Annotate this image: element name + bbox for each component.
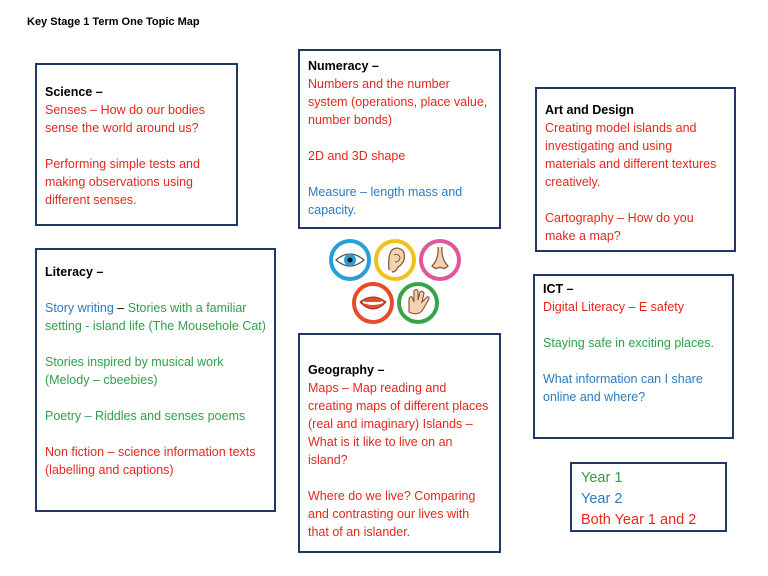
legend-both: Both Year 1 and 2 <box>581 512 697 528</box>
literacy-heading: Literacy – <box>45 265 104 279</box>
literacy-box: Literacy – Story writing – Stories with … <box>35 248 276 512</box>
literacy-musical: Stories inspired by musical work (Melody… <box>45 355 224 387</box>
numeracy-shape: 2D and 3D shape <box>308 149 406 163</box>
senses-icons <box>329 239 461 324</box>
geography-box: Geography – Maps – Map reading and creat… <box>298 333 501 553</box>
numeracy-box: Numeracy – Numbers and the number system… <box>298 49 501 229</box>
science-senses: Senses – How do our bodies sense the wor… <box>45 103 205 135</box>
literacy-nonfiction: Non fiction – science information texts … <box>45 445 256 477</box>
eye-icon <box>329 239 371 281</box>
ict-share-online: What information can I share online and … <box>543 372 703 404</box>
geography-where-we-live: Where do we live? Comparing and contrast… <box>308 489 476 539</box>
science-heading: Science – <box>45 85 103 99</box>
science-box: Science – Senses – How do our bodies sen… <box>35 63 238 226</box>
mouth-icon <box>352 282 394 324</box>
art-cartography: Cartography – How do you make a map? <box>545 211 694 243</box>
year-legend: Year 1 Year 2 Both Year 1 and 2 <box>570 462 727 532</box>
story-writing-dash: – <box>113 301 128 315</box>
numeracy-measure: Measure – length mass and capacity. <box>308 185 463 217</box>
page-title: Key Stage 1 Term One Topic Map <box>27 16 200 28</box>
art-model-islands: Creating model islands and investigating… <box>545 121 717 189</box>
literacy-poetry: Poetry – Riddles and senses poems <box>45 409 246 423</box>
numeracy-heading: Numeracy – <box>308 59 379 73</box>
ict-heading: ICT – <box>543 282 574 296</box>
ear-icon <box>374 239 416 281</box>
legend-year1: Year 1 <box>581 470 623 486</box>
hand-icon <box>397 282 439 324</box>
geography-heading: Geography – <box>308 363 385 377</box>
geography-maps: Maps – Map reading and creating maps of … <box>308 381 489 467</box>
legend-year2: Year 2 <box>581 491 623 507</box>
nose-icon <box>419 239 461 281</box>
ict-staying-safe: Staying safe in exciting places. <box>543 336 714 350</box>
science-tests: Performing simple tests and making obser… <box>45 157 200 207</box>
story-writing-detail: Stories with a familiar setting - island… <box>45 301 266 333</box>
literacy-story-writing: Story writing – Stories with a familiar … <box>45 299 266 335</box>
story-writing-label: Story writing <box>45 301 114 315</box>
ict-digital-literacy: Digital Literacy – E safety <box>543 300 685 314</box>
numeracy-number-system: Numbers and the number system (operation… <box>308 77 488 127</box>
art-heading: Art and Design <box>545 103 634 117</box>
art-design-box: Art and Design Creating model islands an… <box>535 87 736 252</box>
ict-box: ICT – Digital Literacy – E safety Stayin… <box>533 274 734 439</box>
